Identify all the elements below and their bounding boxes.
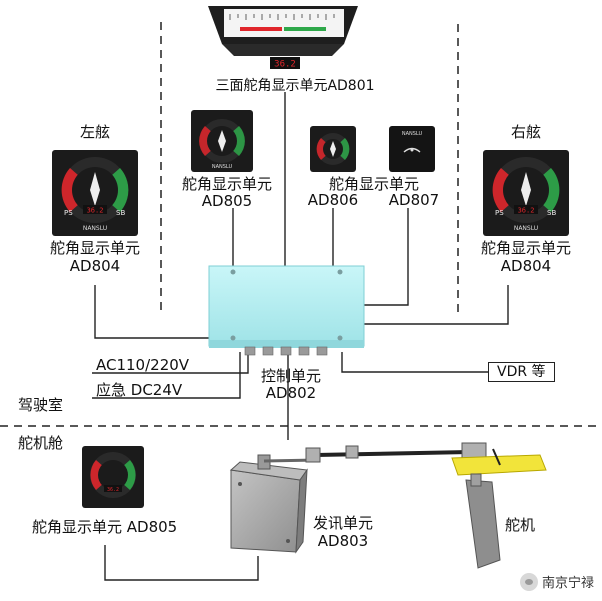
starboard-display-name: 舵角显示单元	[480, 239, 572, 257]
ad806-display	[310, 126, 356, 172]
svg-text:36.2: 36.2	[107, 487, 119, 493]
ad803-transmitter	[229, 454, 319, 554]
svg-text:36.2: 36.2	[518, 207, 535, 215]
ad806-807-name: 舵角显示单元	[328, 175, 420, 193]
svg-text:NANSLU: NANSLU	[402, 131, 423, 137]
steering-linkage	[305, 442, 547, 476]
wiring	[92, 92, 509, 581]
svg-text:NANSLU: NANSLU	[83, 225, 107, 232]
starboard-display-code: AD804	[500, 257, 552, 275]
watermark-text: 南京宁禄	[541, 576, 594, 591]
svg-text:NANSLU: NANSLU	[514, 225, 538, 232]
svg-text:SB: SB	[547, 209, 556, 217]
ad802-control-box	[208, 265, 365, 356]
ad805-top-code: AD805	[201, 192, 253, 210]
port-display-code: AD804	[69, 257, 121, 275]
ad801-readout: 36.2	[274, 60, 296, 70]
steering-gear-label: 舵机	[505, 516, 536, 534]
dashed-separators	[160, 22, 459, 312]
ad806-code: AD806	[307, 191, 359, 209]
ad801-three-face-display: 36.2	[208, 6, 358, 70]
port-display-name: 舵角显示单元	[49, 239, 141, 257]
ad804-port-display: 36.2 PS SB NANSLU	[52, 150, 138, 236]
control-unit-code: AD802	[265, 384, 317, 402]
rudder	[465, 473, 501, 569]
svg-text:SB: SB	[116, 209, 125, 217]
ad805-top-display: NANSLU	[191, 110, 253, 172]
steering-room-label: 舵机舱	[18, 434, 64, 452]
svg-text:PS: PS	[64, 209, 73, 217]
svg-text:36.2: 36.2	[87, 207, 104, 215]
ad805-bottom-display: 36.2	[82, 446, 144, 508]
svg-text:NANSLU: NANSLU	[212, 164, 233, 170]
ac-power-label: AC110/220V	[96, 356, 190, 374]
bridge-label: 驾驶室	[18, 396, 64, 414]
port-side-label: 左舷	[79, 123, 111, 141]
dc-power-label: 应急 DC24V	[96, 381, 183, 399]
ad801-label: 三面舵角显示单元AD801	[215, 78, 375, 94]
ad805-bottom-label: 舵角显示单元 AD805	[32, 518, 178, 536]
control-unit-name: 控制单元	[260, 367, 322, 385]
wechat-icon	[519, 572, 538, 591]
starboard-side-label: 右舷	[510, 123, 542, 141]
ad807-code: AD807	[388, 191, 440, 209]
watermark: 南京宁禄	[519, 572, 594, 591]
vdr-box: VDR 等	[488, 362, 555, 382]
transmitter-name: 发讯单元	[312, 514, 374, 532]
ad805-top-name: 舵角显示单元	[181, 175, 273, 193]
transmitter-code: AD803	[317, 532, 369, 550]
ad807-display: NANSLU	[389, 126, 435, 172]
ad804-starboard-display: 36.2 PS SB NANSLU	[483, 150, 569, 236]
svg-text:PS: PS	[495, 209, 504, 217]
